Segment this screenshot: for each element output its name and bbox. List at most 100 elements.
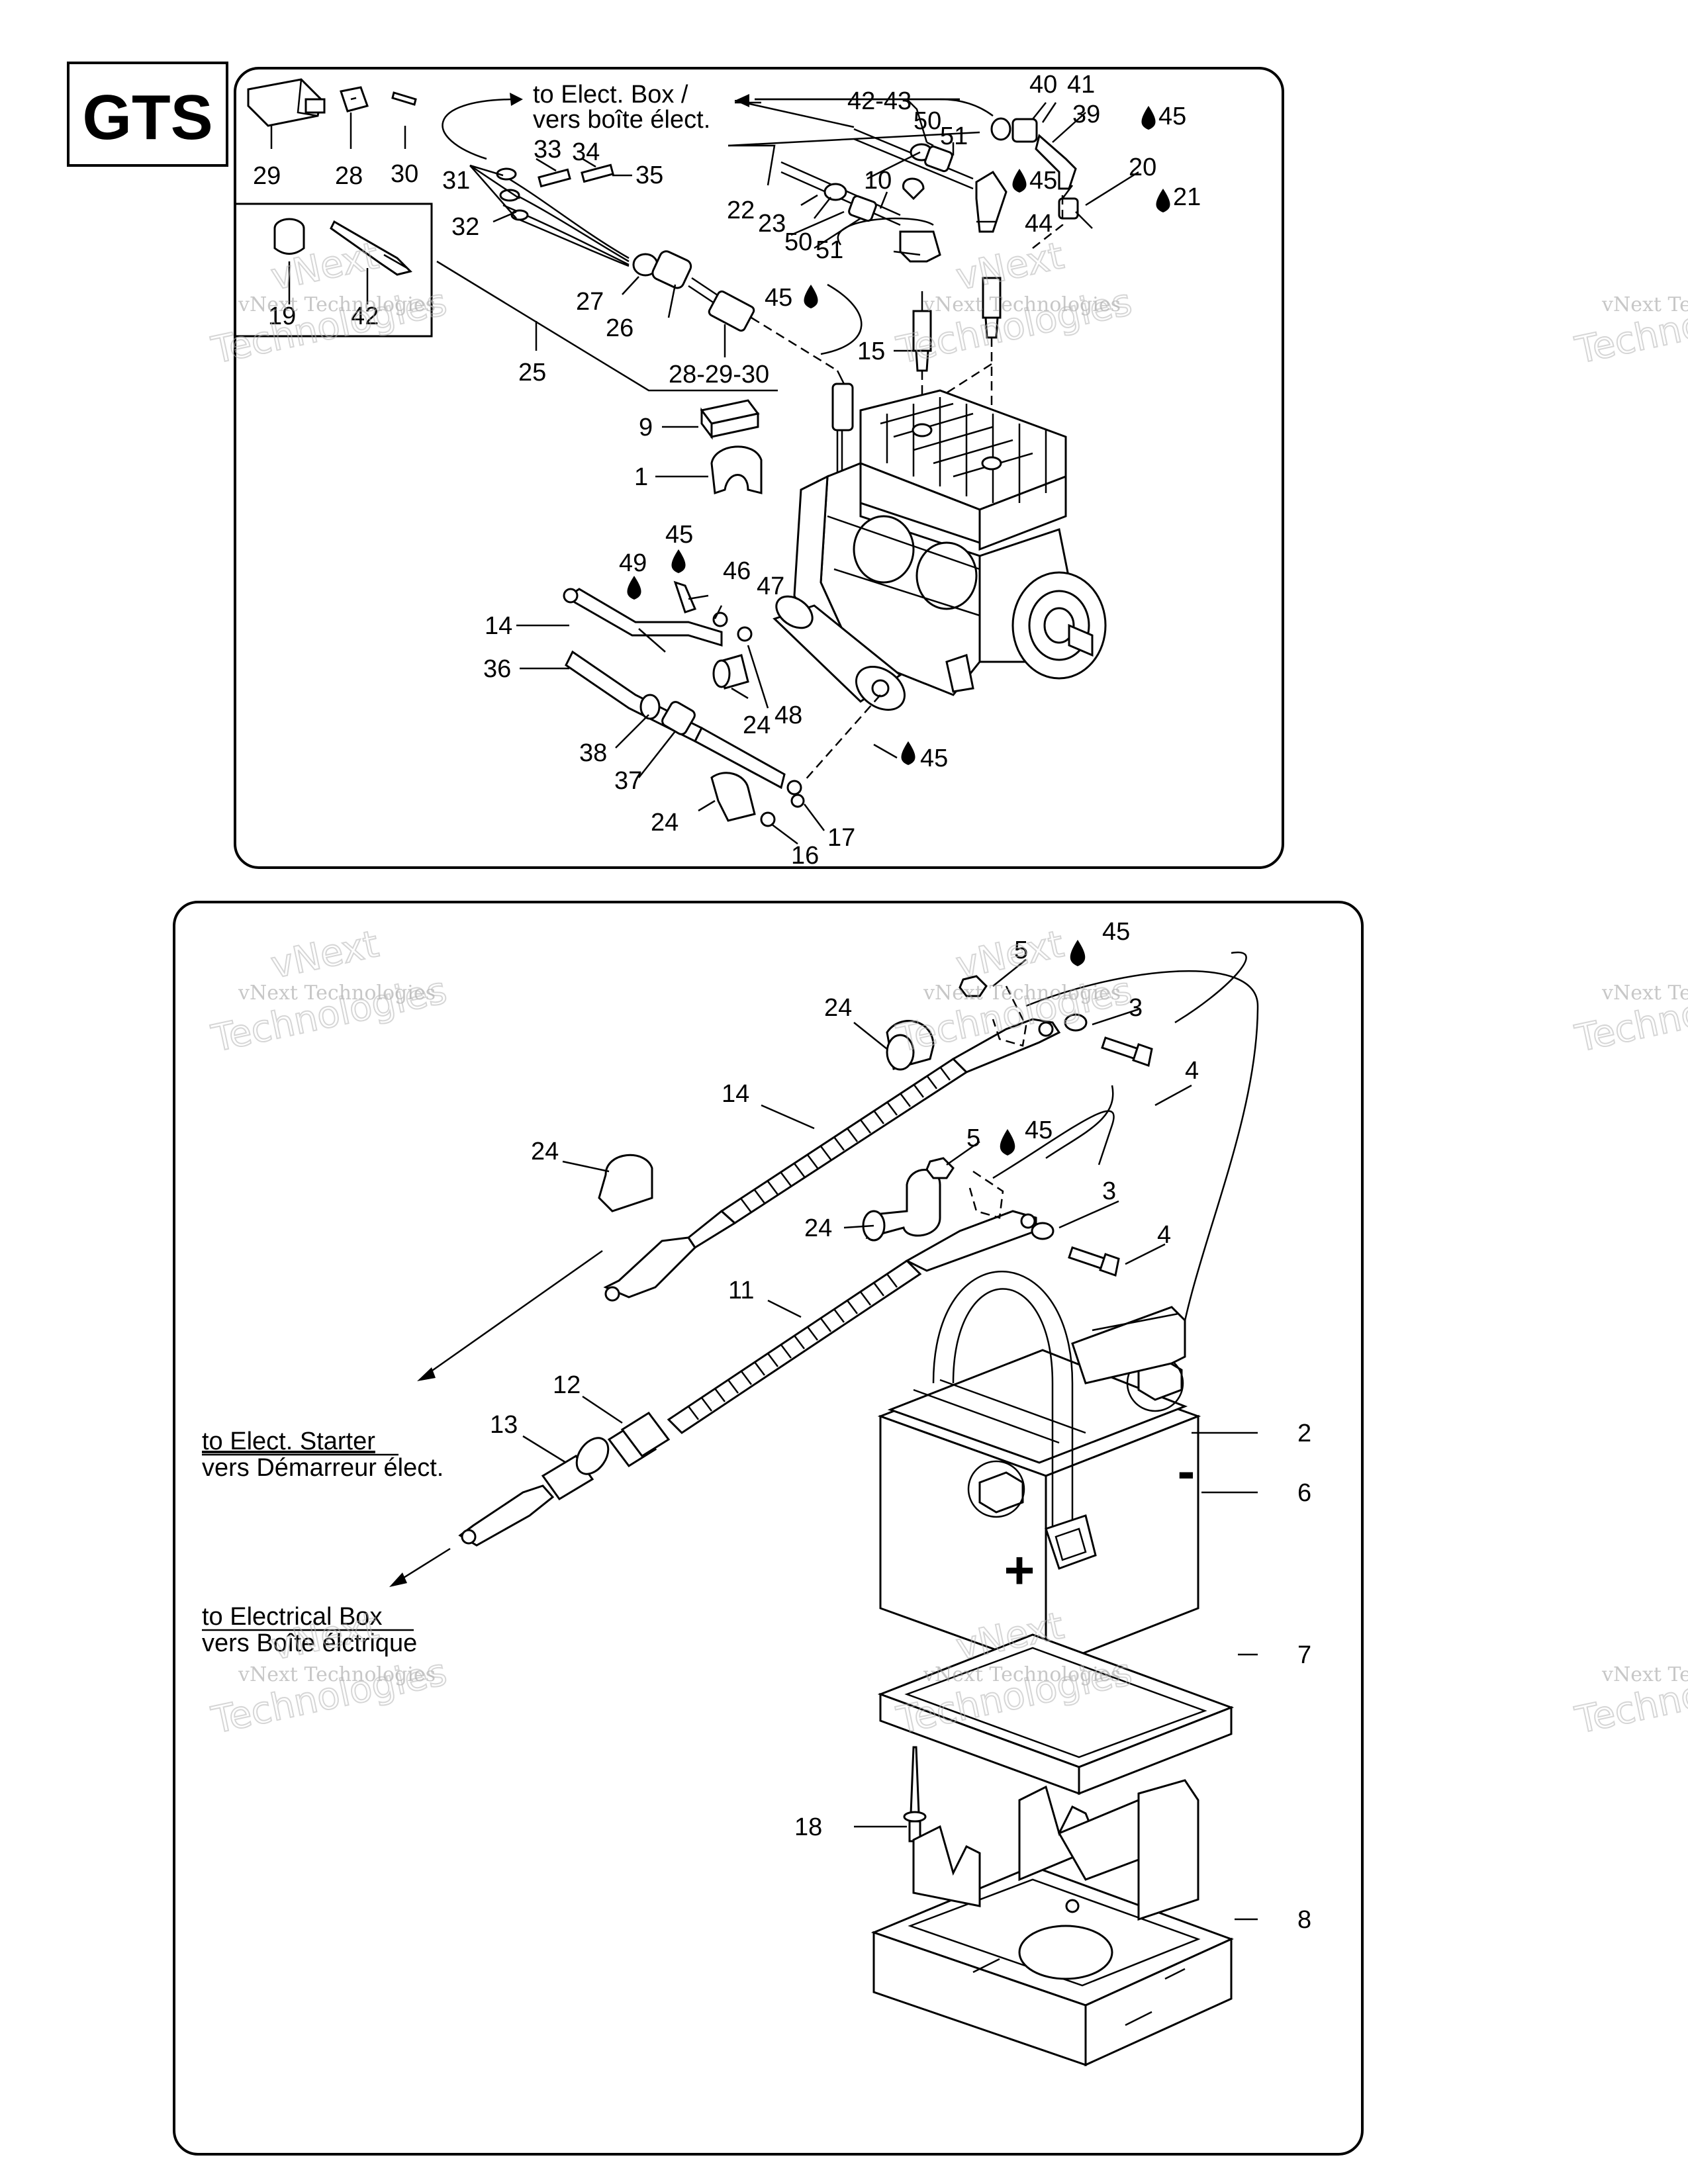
svg-text:vNext: vNext — [953, 923, 1068, 987]
boot-24-b — [598, 1154, 653, 1212]
callout-28: 28 — [335, 162, 363, 190]
battery-positive-sign: + — [1004, 1541, 1035, 1600]
callout-38: 38 — [579, 739, 607, 767]
svg-text:vNext Technologies: vNext Technologies — [923, 293, 1121, 316]
callout-35: 35 — [635, 161, 663, 189]
callout-29: 29 — [253, 162, 281, 190]
arrow-45-bot-a — [1174, 951, 1247, 1024]
battery-strap — [932, 1271, 1097, 1570]
cable-14-top — [563, 588, 723, 647]
callout-26: 26 — [606, 314, 633, 342]
callout-30: 30 — [391, 160, 418, 188]
callout-45a: 45 — [1158, 103, 1186, 130]
nut-5-a — [959, 975, 988, 997]
callout-45b: 45 — [1029, 167, 1057, 195]
tray-7 — [877, 1633, 1235, 1796]
callout-23: 23 — [758, 210, 786, 238]
oil-drop-icon — [1012, 169, 1027, 193]
note-to-elect-starter: to Elect. Starter vers Démarreur élect. — [202, 1428, 444, 1482]
callout-45-b: 45 — [1025, 1116, 1053, 1144]
callout-3-a: 3 — [1129, 994, 1143, 1022]
dash-coil — [1032, 195, 1064, 249]
callout-12: 12 — [553, 1371, 581, 1399]
starter-motor — [773, 595, 906, 711]
bottom-callouts: 5 45 24 3 4 14 24 5 45 3 24 4 11 12 13 2… — [490, 918, 1311, 1934]
engine-block — [793, 389, 1107, 696]
connector-29 — [247, 78, 326, 127]
callout-14: 14 — [722, 1080, 749, 1108]
callout-24-c: 24 — [804, 1214, 832, 1242]
arrow-line-right — [734, 99, 855, 128]
mid-wire — [992, 1110, 1115, 1179]
long-wire — [1025, 970, 1259, 1357]
nut-5-b — [925, 1157, 955, 1179]
fitting-20 — [1058, 197, 1093, 229]
callout-4-b: 4 — [1157, 1221, 1171, 1249]
oil-drop-icon — [671, 549, 686, 573]
washer-3-b — [1031, 1222, 1055, 1240]
svg-text:vNext Technologies: vNext Technologies — [1601, 1663, 1688, 1686]
oil-drop-icon — [627, 576, 641, 600]
dash-term-b — [968, 1170, 1004, 1219]
callout-45d: 45 — [665, 521, 693, 549]
callout-8: 8 — [1297, 1906, 1311, 1934]
callout-13: 13 — [490, 1411, 518, 1439]
callout-50b: 50 — [784, 228, 812, 256]
svg-text:vNext Technologies: vNext Technologies — [923, 981, 1121, 1005]
arrow-head-right — [735, 94, 749, 107]
callout-37: 37 — [614, 767, 642, 795]
top-callouts: 29 28 30 33 34 35 31 32 42-43 50 51 40 4… — [253, 71, 1201, 870]
svg-text:vNext: vNext — [953, 234, 1068, 299]
watermark: vNext Technologies Technologies — [1571, 280, 1688, 373]
harness-wires — [496, 163, 630, 267]
callout-16: 16 — [791, 842, 819, 870]
boot-24-c — [862, 1169, 941, 1242]
arrow-to-starter — [423, 1250, 603, 1378]
note-line: vers boîte élect. — [533, 106, 710, 134]
callout-39: 39 — [1072, 101, 1100, 128]
bottom-panel-frame — [173, 901, 1364, 2156]
callout-25: 25 — [518, 359, 546, 387]
callout-15: 15 — [857, 338, 885, 365]
watermark: vNext Technologies Technologies — [1571, 968, 1688, 1062]
boot-24-top — [712, 654, 749, 690]
boot-24-bottom — [710, 772, 756, 822]
bracket-2 — [1071, 1306, 1186, 1385]
bottom-leaders — [522, 959, 1258, 1921]
callout-41: 41 — [1067, 71, 1095, 99]
pin-30 — [391, 91, 417, 106]
callout-20: 20 — [1129, 154, 1156, 181]
callout-4-a: 4 — [1185, 1057, 1199, 1085]
callout-9: 9 — [639, 414, 653, 441]
callout-24b: 24 — [651, 809, 679, 837]
callout-33: 33 — [534, 136, 561, 163]
grommet-27-26 — [632, 250, 755, 332]
callout-32: 32 — [451, 213, 479, 241]
oil-drop-icon — [1070, 940, 1086, 966]
callout-27: 27 — [576, 288, 604, 316]
bolt-4-a — [1101, 1036, 1153, 1067]
callout-5-b: 5 — [966, 1124, 980, 1152]
terminal-highlight-pos — [967, 1460, 1025, 1518]
sensor-wire — [831, 370, 854, 477]
callout-24a: 24 — [743, 711, 771, 739]
svg-text:vNext Technologies: vNext Technologies — [1601, 293, 1688, 316]
arrow-10 — [837, 217, 934, 246]
callout-10: 10 — [864, 167, 892, 195]
callout-3-b: 3 — [1102, 1177, 1116, 1205]
note-line: to Elect. Box / — [533, 81, 688, 109]
callout-24-b: 24 — [531, 1138, 559, 1165]
inset-box — [235, 203, 433, 338]
callout-14-top: 14 — [485, 612, 512, 640]
sleeve-19 — [273, 218, 305, 255]
callout-40: 40 — [1029, 71, 1057, 99]
connector-28 — [340, 86, 369, 113]
dash-term-a — [992, 985, 1027, 1047]
pin-18 — [903, 1746, 927, 1843]
spark-plug-15-right — [982, 277, 1002, 339]
arrow-45-bot-b — [1045, 1085, 1114, 1160]
callout-42-43: 42-43 — [847, 87, 912, 115]
base-8 — [870, 1779, 1234, 2067]
callout-1: 1 — [634, 463, 648, 491]
